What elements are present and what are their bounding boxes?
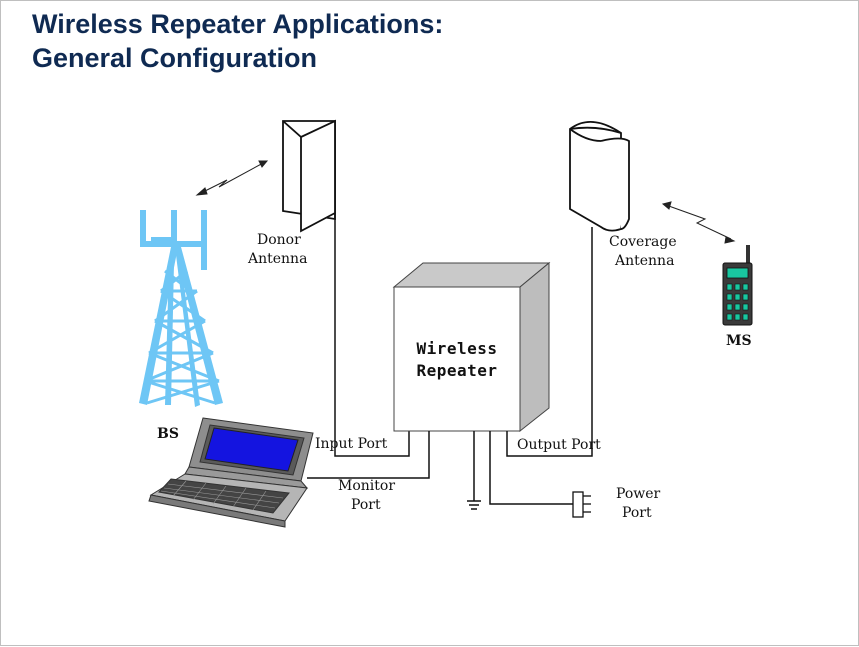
power-label-1: Power bbox=[616, 486, 661, 502]
monitor-port-line bbox=[307, 431, 430, 479]
bs-label: BS bbox=[157, 426, 179, 442]
monitor-label-2: Port bbox=[351, 497, 381, 513]
power-label-2: Port bbox=[622, 505, 652, 521]
wireless-link-icon bbox=[195, 160, 269, 196]
ms-label: MS bbox=[726, 333, 752, 349]
coverage-feed-line bbox=[506, 227, 593, 457]
output-port-label: Output Port bbox=[517, 437, 601, 453]
cell-tower-icon bbox=[139, 210, 223, 407]
monitor-label-1: Monitor bbox=[338, 478, 395, 494]
wireless-link-icon bbox=[661, 201, 736, 244]
mobile-phone-icon bbox=[722, 245, 753, 326]
power-line bbox=[489, 431, 573, 505]
laptop-icon bbox=[148, 417, 314, 528]
repeater-label-2: Repeater bbox=[416, 361, 497, 380]
coverage-label-2: Antenna bbox=[614, 253, 674, 269]
donor-feed-line bbox=[334, 213, 410, 457]
donor-label-2: Antenna bbox=[247, 251, 307, 267]
coverage-label-1: Coverage bbox=[609, 234, 677, 250]
title-line-1: Wireless Repeater Applications: bbox=[32, 9, 444, 39]
input-port-label: Input Port bbox=[315, 436, 388, 452]
ground-icon bbox=[467, 431, 481, 510]
panel-antenna-icon bbox=[282, 119, 336, 233]
title-line-2: General Configuration bbox=[32, 43, 318, 73]
donor-label-1: Donor bbox=[257, 232, 301, 248]
repeater-label-1: Wireless bbox=[416, 339, 497, 358]
coverage-antenna-icon bbox=[569, 121, 630, 232]
wireless-repeater-unit bbox=[392, 261, 551, 433]
slide-title: Wireless Repeater Applications: General … bbox=[32, 7, 443, 75]
power-plug-icon bbox=[572, 491, 591, 518]
